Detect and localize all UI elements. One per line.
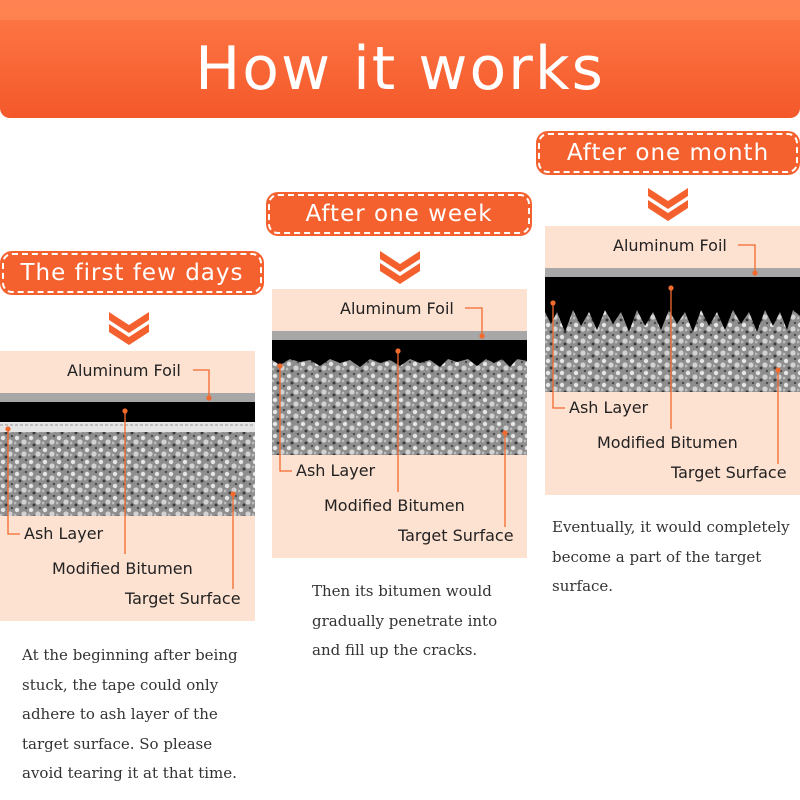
banner-highlight: [0, 0, 800, 20]
page-title: How it works: [195, 34, 605, 104]
stage-2-heading: After one week: [268, 194, 530, 234]
bitumen-layer: [272, 340, 527, 367]
stage-2-layer-svg: [272, 307, 527, 527]
stage-3-heading: After one month: [538, 133, 798, 173]
foil-layer: [272, 331, 527, 340]
stage-1-ash-label: Ash Layer: [24, 524, 104, 543]
stage-1-surface-label: Target Surface: [125, 589, 241, 608]
stage-3-surface-label: Target Surface: [671, 463, 787, 482]
stage-3-description: Eventually, it would completely become a…: [552, 518, 790, 595]
stage-2-bitumen-label: Modified Bitumen: [324, 496, 465, 515]
stage-1-bitumen-label: Modified Bitumen: [52, 559, 193, 578]
stage-1-layer-diagram: Aluminum Foil Ash Layer Modified Bitumen…: [0, 351, 255, 621]
stage-2-foil-label: Aluminum Foil: [340, 299, 454, 318]
stage-2-down-arrow-icon: [380, 251, 420, 284]
stage-3-bitumen-label: Modified Bitumen: [597, 433, 738, 452]
stage-1-layer-svg: [0, 369, 255, 589]
stage-1-down-arrow-icon: [109, 312, 149, 345]
stage-3-down-arrow-icon: [648, 188, 688, 221]
stage-1-heading: The first few days: [2, 253, 262, 293]
bitumen-layer: [545, 277, 800, 332]
surface-layer: [272, 355, 527, 455]
foil-layer: [0, 393, 255, 402]
stage-2-description: Then its bitumen would gradually penetra…: [312, 582, 498, 659]
foil-layer: [545, 268, 800, 277]
ash-gap: [0, 422, 255, 432]
stage-2-ash-label: Ash Layer: [296, 461, 376, 480]
stage-3-layer-diagram: Aluminum Foil Ash Layer Modified Bitumen…: [545, 226, 800, 495]
stage-3-ash-label: Ash Layer: [569, 398, 649, 417]
stage-2-layer-diagram: Aluminum Foil Ash Layer Modified Bitumen…: [272, 289, 527, 558]
stage-2-surface-label: Target Surface: [398, 526, 514, 545]
surface-layer: [0, 432, 255, 516]
bitumen-layer: [0, 402, 255, 422]
stage-1-description: At the beginning after being stuck, the …: [22, 646, 238, 782]
stage-3-foil-label: Aluminum Foil: [613, 236, 727, 255]
stage-1-foil-label: Aluminum Foil: [67, 361, 181, 380]
title-banner: How it works: [0, 0, 800, 118]
stage-3-layer-svg: [545, 244, 800, 464]
